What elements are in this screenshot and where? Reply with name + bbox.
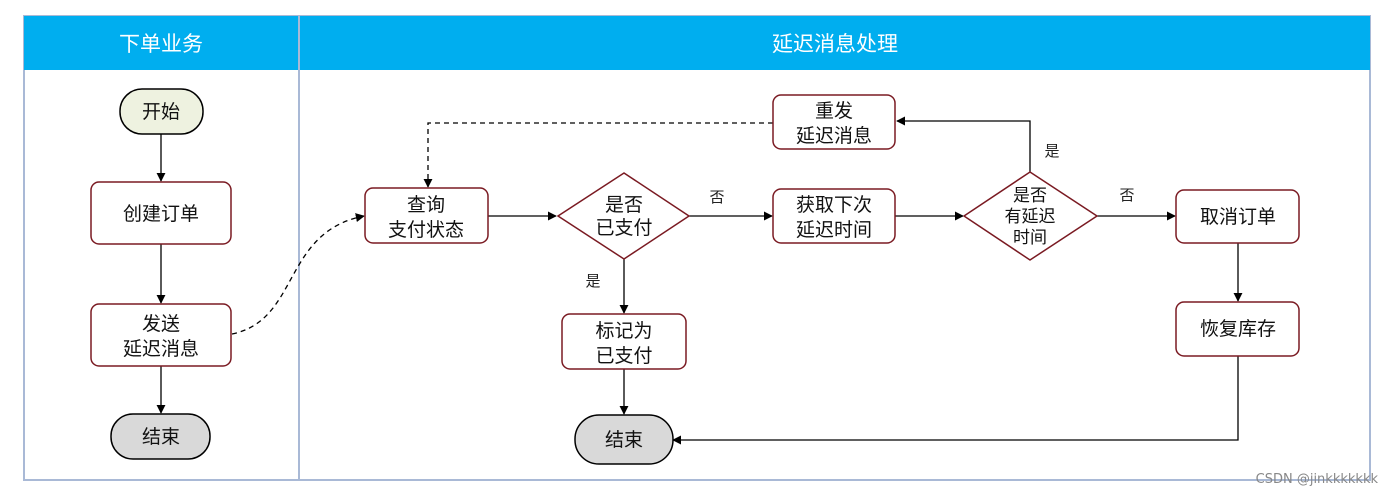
node-send-delay-message: 发送 延迟消息 — [90, 303, 232, 367]
svg-text:恢复库存: 恢复库存 — [1200, 318, 1276, 340]
svg-text:有延迟: 有延迟 — [1005, 207, 1056, 227]
node-start: 开始 — [119, 88, 204, 135]
node-end-right: 结束 — [574, 414, 674, 465]
watermark: CSDN @jinkkkkkkk — [1256, 472, 1379, 487]
node-restore-stock: 恢复库存 — [1175, 301, 1300, 357]
decision-has-delay: 是否 有延迟 时间 — [962, 171, 1099, 261]
edge-hasdelay-resend — [896, 116, 1031, 172]
svg-text:开始: 开始 — [142, 101, 180, 123]
edge-send-query-dashed — [231, 213, 365, 335]
label-paid-yes: 是 — [585, 272, 600, 290]
lane-title-order: 下单业务 — [119, 32, 203, 56]
svg-text:是否: 是否 — [605, 194, 643, 216]
label-delay-yes: 是 — [1044, 142, 1059, 160]
svg-text:重发: 重发 — [815, 100, 853, 122]
lane-frame — [23, 15, 1371, 481]
svg-text:已支付: 已支付 — [595, 345, 652, 367]
decision-paid: 是否 已支付 — [556, 172, 691, 260]
svg-text:取消订单: 取消订单 — [1200, 206, 1276, 228]
edge-restore-end — [672, 356, 1239, 445]
svg-text:发送: 发送 — [142, 313, 180, 335]
node-get-next-delay: 获取下次 延迟时间 — [772, 188, 896, 244]
node-mark-paid: 标记为 已支付 — [561, 313, 687, 370]
node-create-order: 创建订单 — [90, 181, 232, 245]
svg-text:是否: 是否 — [1013, 186, 1047, 206]
lane-header-delay — [300, 16, 1370, 70]
svg-text:结束: 结束 — [605, 429, 643, 451]
label-paid-no: 否 — [709, 188, 724, 206]
lane-header-order — [24, 16, 298, 70]
svg-text:标记为: 标记为 — [595, 320, 652, 342]
label-delay-no: 否 — [1119, 186, 1134, 204]
node-query-payment: 查询 支付状态 — [364, 187, 489, 244]
svg-text:延迟时间: 延迟时间 — [796, 219, 872, 241]
svg-text:结束: 结束 — [142, 426, 180, 448]
edge-resend-query-dashed — [423, 122, 773, 188]
svg-text:延迟消息: 延迟消息 — [123, 338, 199, 360]
svg-text:支付状态: 支付状态 — [388, 219, 464, 241]
svg-text:查询: 查询 — [407, 194, 445, 216]
node-cancel-order: 取消订单 — [1175, 189, 1300, 244]
lane-title-delay: 延迟消息处理 — [772, 32, 898, 56]
svg-text:时间: 时间 — [1013, 228, 1047, 248]
svg-text:获取下次: 获取下次 — [796, 194, 872, 216]
svg-text:已支付: 已支付 — [595, 217, 652, 239]
node-end-left: 结束 — [110, 413, 211, 460]
svg-text:延迟消息: 延迟消息 — [796, 125, 872, 147]
node-resend-delay-message: 重发 延迟消息 — [772, 94, 896, 150]
svg-text:创建订单: 创建订单 — [123, 203, 199, 225]
